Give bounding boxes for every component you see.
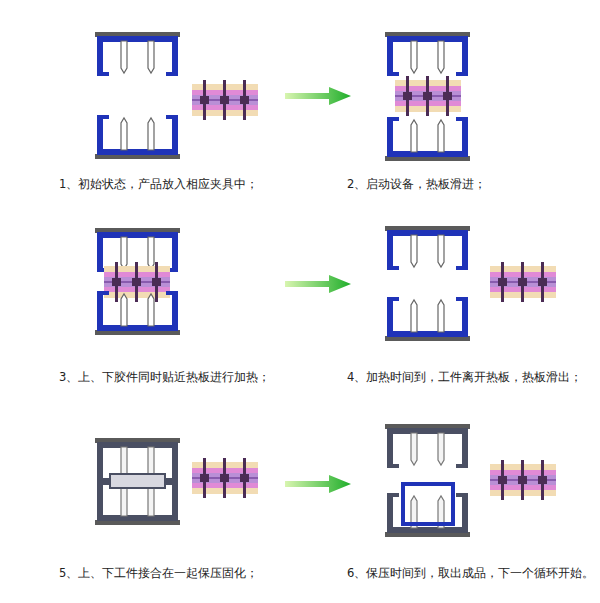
- step-caption: 2、启动设备，热板滑进；: [346, 177, 487, 192]
- step-caption: 1、初始状态，产品放入相应夹具中；: [58, 177, 259, 192]
- step-caption: 3、上、下胶件同时贴近热板进行加热；: [58, 370, 271, 385]
- step-caption: 5、上、下工件接合在一起保压固化；: [58, 566, 259, 581]
- step-caption: 4、加热时间到，工件离开热板，热板滑出；: [346, 370, 583, 385]
- step-caption: 6、保压时间到，取出成品，下一个循环开始。: [346, 566, 595, 581]
